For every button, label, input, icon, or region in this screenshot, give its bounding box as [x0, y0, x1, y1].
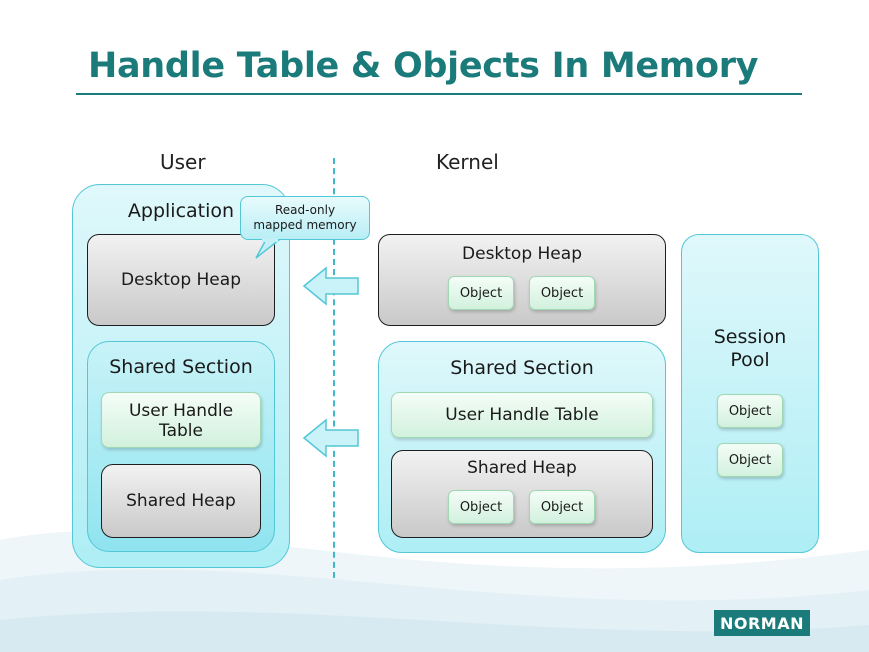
shared-heap-object-2: Object: [529, 490, 595, 524]
kernel-column-heading: Kernel: [436, 150, 499, 174]
session-pool-object-2: Object: [717, 443, 783, 477]
user-handle-table: User Handle Table: [101, 392, 261, 448]
desktop-heap-mapping-arrow-icon: [302, 266, 359, 306]
user-column-heading: User: [160, 150, 206, 174]
callout-line-1: Read-only: [274, 203, 336, 217]
norman-logo: NORMAN: [714, 610, 810, 636]
session-pool: [681, 234, 819, 553]
kernel-user-handle-table-label: User Handle Table: [445, 405, 599, 425]
user-shared-heap-label: Shared Heap: [126, 491, 236, 511]
desktop-heap-object-2: Object: [529, 276, 595, 310]
user-desktop-heap: Desktop Heap: [87, 234, 275, 326]
kernel-desktop-heap: [378, 234, 666, 326]
session-pool-object-1: Object: [717, 394, 783, 428]
kernel-desktop-heap-label: Desktop Heap: [462, 244, 582, 264]
kernel-shared-heap: [391, 450, 653, 538]
session-pool-label: Session Pool: [681, 326, 819, 372]
user-shared-heap: Shared Heap: [101, 464, 261, 538]
user-handle-table-line-1: User Handle: [128, 401, 234, 421]
read-only-callout: Read-only mapped memory: [240, 196, 370, 240]
session-pool-label-line-2: Pool: [730, 349, 770, 371]
shared-heap-object-1: Object: [448, 490, 514, 524]
user-handle-table-line-2: Table: [159, 421, 203, 441]
kernel-user-handle-table: User Handle Table: [391, 392, 653, 438]
kernel-shared-heap-label: Shared Heap: [467, 458, 577, 478]
callout-line-2: mapped memory: [253, 218, 357, 232]
desktop-heap-object-1: Object: [448, 276, 514, 310]
shared-section-mapping-arrow-icon: [302, 418, 359, 458]
session-pool-label-line-1: Session: [713, 326, 787, 348]
page-title: Handle Table & Objects In Memory: [88, 46, 759, 86]
title-underline: [76, 93, 802, 95]
user-kernel-divider: [333, 158, 335, 578]
kernel-shared-section-label: Shared Section: [450, 357, 594, 379]
callout-seam: [262, 238, 278, 242]
user-desktop-heap-label: Desktop Heap: [121, 270, 241, 290]
user-shared-section-label: Shared Section: [109, 356, 253, 378]
application-label: Application: [127, 200, 235, 222]
